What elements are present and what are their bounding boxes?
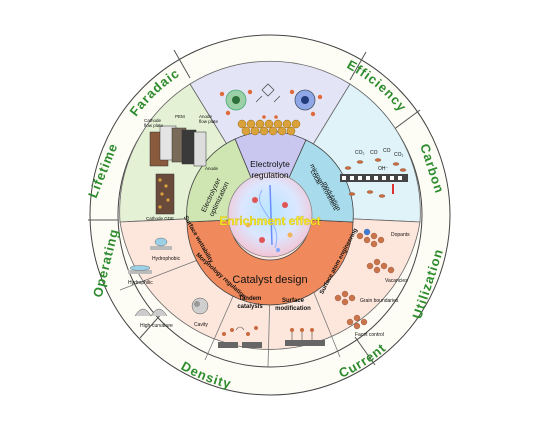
- band-catalyst-design: [186, 219, 354, 306]
- label-cathode-gde: Cathode GDE: [146, 216, 174, 221]
- label-anode: Anode: [205, 166, 219, 171]
- inner-ring: [186, 131, 354, 306]
- label-oh: OH⁻: [378, 166, 389, 172]
- label-pem: PEM: [175, 114, 185, 119]
- surface-mod-illustration: [285, 328, 325, 346]
- label-grain-boundaries: Grain boundaries: [360, 298, 399, 304]
- morphology-illustration: High-curvature Cavity: [134, 297, 208, 329]
- label-anode-flow-1: Anode: [199, 114, 213, 119]
- tandem-label-1: Tandem: [239, 296, 262, 302]
- label-high-curvature: High-curvature: [140, 323, 173, 329]
- label-anode-flow-2: flow plate: [199, 119, 219, 124]
- label-cathode-flow-2: flow plate: [144, 123, 164, 128]
- atom-engineering-illustration: Dopants Vacancies Grain boundaries Facet…: [334, 228, 410, 338]
- carbon-illustration: CO₂ CO CO CO₂ OH⁻: [340, 148, 408, 198]
- label-co2-b: CO₂: [394, 152, 404, 158]
- label-dopants: Dopants: [391, 232, 410, 238]
- tandem-label-2: catalysis: [237, 304, 263, 310]
- surface-mod-label-2: modification: [275, 306, 311, 312]
- label-cathode-flow-1: Cathode: [144, 118, 162, 123]
- label-hydrophilic: Hydrophilic: [128, 280, 153, 286]
- label-cavity: Cavity: [194, 322, 208, 328]
- center-particles: [245, 184, 293, 252]
- label-hydrophobic: Hydrophobic: [152, 256, 181, 262]
- catalyst-design-label: Catalyst design: [232, 274, 307, 286]
- label-co-b: CO: [383, 148, 391, 154]
- electrolyte-illustration: [219, 83, 323, 136]
- outer-ring-dividers: [88, 49, 421, 366]
- label-facet-control: Facet control: [355, 332, 384, 338]
- electrolyte-label-2: regulation: [251, 170, 289, 180]
- label-co2-a: CO₂: [355, 150, 365, 156]
- tandem-illustration: [218, 326, 262, 348]
- center-title: Enrichment effect: [219, 214, 320, 228]
- label-vacancies: Vacancies: [385, 278, 408, 284]
- electrolyzer-stack-illustration: Cathode flow plate PEM Anode flow plate …: [144, 114, 219, 221]
- wettability-illustration: Hydrophobic Hydrophilic: [128, 237, 181, 286]
- electrolyte-label-1: Electrolyte: [250, 159, 290, 169]
- label-co-a: CO: [370, 150, 378, 156]
- surface-mod-label-1: Surface: [282, 298, 305, 304]
